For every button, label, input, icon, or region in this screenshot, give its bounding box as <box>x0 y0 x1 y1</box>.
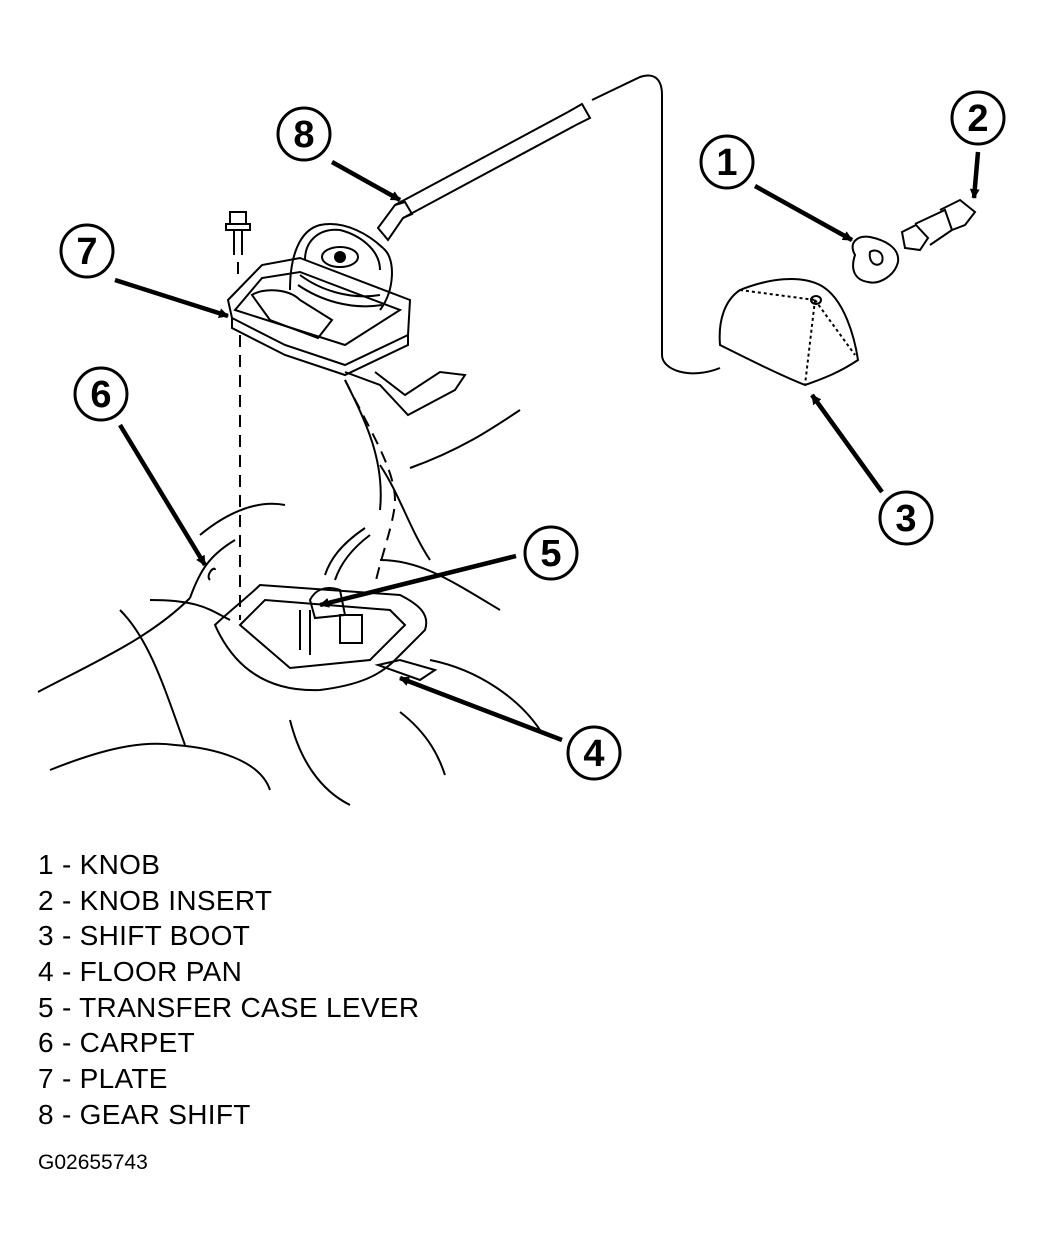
callout-2: 2 <box>950 90 1006 146</box>
callout-number: 4 <box>583 733 604 775</box>
legend-item-plate: 7 - PLATE <box>38 1063 168 1095</box>
carpet-drawing <box>37 379 541 806</box>
callout-number: 3 <box>895 498 916 540</box>
callout-number: 1 <box>716 142 737 184</box>
callout-6: 6 <box>73 366 129 422</box>
callout-number: 8 <box>293 114 314 156</box>
callout-arrows <box>114 151 981 743</box>
alignment-lines <box>237 262 397 620</box>
plate-drawing <box>226 223 467 417</box>
legend-item-carpet: 6 - CARPET <box>38 1027 196 1059</box>
callout-1: 1 <box>699 134 755 190</box>
floor-pan-drawing <box>213 527 438 692</box>
callout-7: 7 <box>59 223 115 279</box>
callout-8: 8 <box>276 106 332 162</box>
exploded-view-diagram: 1 2 3 4 5 6 7 8 <box>37 74 1006 806</box>
legend-item-gear-shift: 8 - GEAR SHIFT <box>38 1098 251 1130</box>
callout-number: 2 <box>967 98 988 140</box>
legend-item-knob: 1 - KNOB <box>38 849 161 880</box>
callout-number: 6 <box>90 374 111 416</box>
legend-item-floor-pan: 4 - FLOOR PAN <box>38 956 243 988</box>
callout-number: 5 <box>540 533 561 575</box>
gear-shift-drawing <box>376 102 592 242</box>
legend-item-transfer-case-lever: 5 - TRANSFER CASE LEVER <box>38 991 420 1023</box>
callout-3: 3 <box>878 490 934 546</box>
knob-drawing <box>851 198 977 284</box>
shift-boot-drawing <box>718 277 860 387</box>
callout-number: 7 <box>76 231 97 273</box>
bolt-drawing <box>225 211 251 255</box>
figure-id: G02655743 <box>38 1151 148 1174</box>
legend-item-shift-boot: 3 - SHIFT BOOT <box>38 920 251 952</box>
callout-5: 5 <box>523 525 579 581</box>
assembly-path-line <box>591 74 721 375</box>
legend-item-knob-insert: 2 - KNOB INSERT <box>38 884 273 916</box>
parts-legend: 1 - KNOB 2 - KNOB INSERT 3 - SHIFT BOOT … <box>38 847 419 1133</box>
callout-4: 4 <box>566 725 622 781</box>
